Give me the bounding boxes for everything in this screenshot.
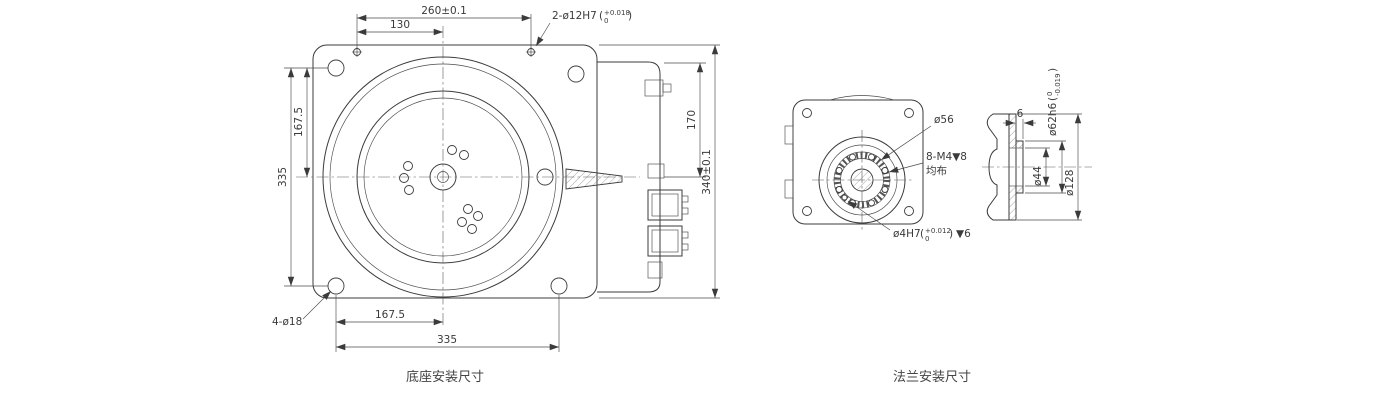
spigot-tol-lower: -0.019 (1054, 73, 1062, 96)
dowel-paren-open: ( (599, 10, 603, 22)
caption-base-view: 底座安装尺寸 (406, 369, 484, 385)
flange-dowel-hole (841, 194, 848, 201)
spigot-tol-upper: 0 (1046, 92, 1054, 96)
flange-dimensions: 6 ø62h6 ( 0 -0.019 ) ø44 ø128 (1003, 68, 1082, 221)
base-mounting-view: 260±0.1 130 2-ø12H7 ( +0.018 0 ) 167.5 3… (272, 5, 720, 385)
corner-hole-bottom-right (550, 277, 568, 295)
m4-tapped-holes (835, 153, 889, 207)
flange-mounting-view: ø56 8-M4▼8 均布 ø4H7 ( +0.012 0 ) ▼6 (784, 68, 1092, 385)
tapped-holes-note: 均布 (926, 165, 947, 177)
dim-flange-dia: ø128 (1064, 170, 1076, 196)
flange-labels: ø56 8-M4▼8 均布 ø4H7 ( +0.012 0 ) ▼6 (847, 114, 971, 243)
dowel-tol-upper: +0.018 (604, 9, 630, 17)
spigot-paren-close: ) (1047, 68, 1059, 72)
dim-base-right-inner: 170 (686, 110, 698, 130)
corner-hole-leader (302, 290, 332, 320)
corner-hole-top-right (567, 65, 585, 83)
flange-dowel-depth: ▼6 (956, 228, 971, 240)
dowel-holes-label: 2-ø12H7 (552, 10, 597, 22)
hub-bolt-holes (399, 145, 483, 234)
tapped-holes-leader (888, 162, 924, 173)
corner-holes-label: 4-ø18 (272, 316, 302, 328)
flange-housing-geometry (784, 95, 924, 232)
flange-dowel-tol-lower: 0 (925, 235, 929, 243)
flange-face (812, 130, 912, 232)
dim-base-width-half: 130 (390, 19, 410, 31)
base-dimensions: 260±0.1 130 2-ø12H7 ( +0.018 0 ) 167.5 3… (272, 5, 720, 352)
housing-top-view (597, 61, 689, 293)
dim-base-left-full: 335 (277, 167, 289, 187)
dowel-tol-lower: 0 (604, 17, 608, 25)
dim-base-right-full: 340±0.1 (701, 149, 713, 195)
dim-spigot-dia-group: ø62h6 ( 0 -0.019 ) (1046, 68, 1062, 136)
caption-flange-view: 法兰安装尺寸 (893, 370, 971, 385)
dim-bore-dia: ø44 (1032, 166, 1044, 186)
housing-front-outline (792, 99, 924, 225)
corner-hole-top-left (327, 59, 345, 77)
dowel-paren-close: ) (628, 10, 632, 22)
base-plate-outline (312, 44, 598, 299)
dowel-hole-leader (847, 200, 891, 231)
flange-dowel-paren-open: ( (920, 228, 924, 240)
dim-spigot-dia: ø62h6 (1047, 103, 1059, 136)
dim-base-left-half: 167.5 (293, 107, 305, 137)
dowel-pin-holes (352, 47, 536, 57)
flange-dowel-tol-upper: +0.012 (925, 227, 951, 235)
tapped-holes-label: 8-M4▼8 (926, 151, 967, 163)
bolt-circle-dia-label: ø56 (934, 114, 954, 126)
dim-base-width-outer: 260±0.1 (421, 5, 467, 17)
flange-dowel-label: ø4H7 (893, 228, 921, 240)
shaft-taper (565, 168, 623, 190)
flange-dowel-paren-close: ) (949, 228, 953, 240)
flange-section-view (982, 113, 1092, 221)
dowel-leader (535, 22, 551, 47)
dim-base-bottom-half: 167.5 (375, 309, 405, 321)
dim-base-bottom-full: 335 (437, 334, 457, 346)
bolt-circle-leader (880, 125, 932, 161)
base-plate-geometry (296, 26, 689, 326)
spigot-paren-open: ( (1047, 97, 1059, 101)
